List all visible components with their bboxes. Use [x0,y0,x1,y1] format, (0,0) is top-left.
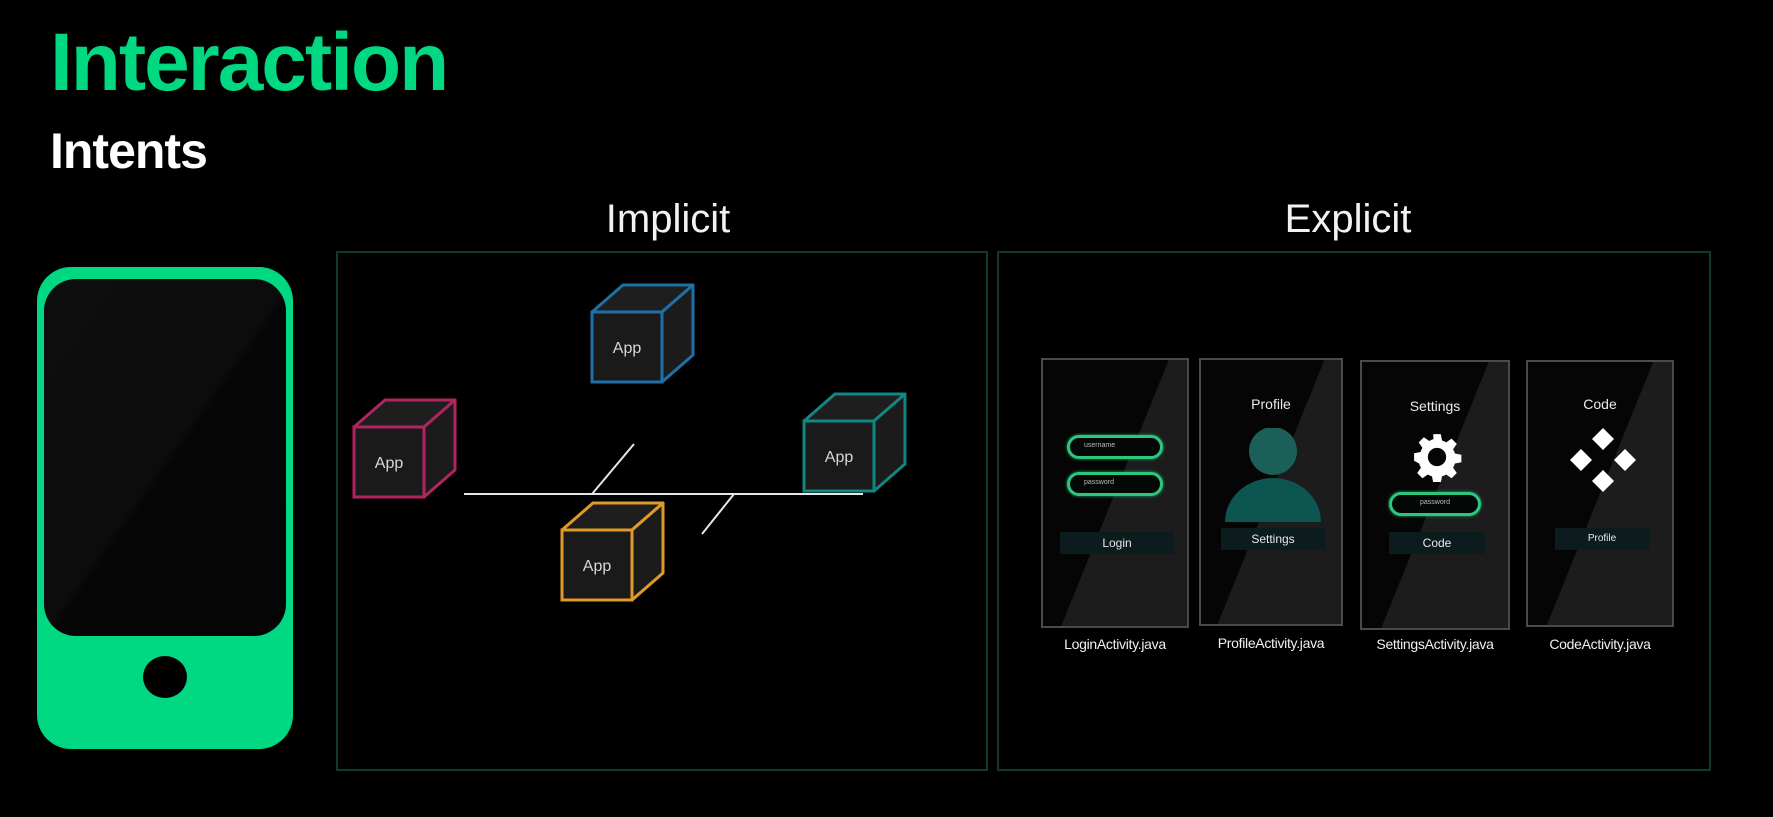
app-cube-bottom: App [560,501,665,602]
app-label: App [613,340,642,357]
settings-screen-title: Settings [1409,398,1461,414]
password-field[interactable]: password [1067,472,1163,496]
code-button[interactable]: Code [1389,532,1485,554]
file-label-code: CodeActivity.java [1549,636,1651,652]
app-label: App [375,455,404,472]
app-cube-right: App [802,392,907,493]
smartphone-icon [37,267,293,749]
cube-front-face [802,419,876,493]
file-label-login: LoginActivity.java [1064,636,1166,652]
app-cube-left: App [352,398,457,499]
explicit-panel: username password Login LoginActivity.ja… [997,251,1711,771]
code-activity-screen: Code Profile [1526,360,1674,627]
profile-screen-title: Profile [1251,396,1291,412]
cube-front-face [590,310,664,384]
file-label-profile: ProfileActivity.java [1217,635,1325,651]
file-label-settings: SettingsActivity.java [1376,636,1494,652]
code-screen-title: Code [1583,396,1617,412]
slide-title: Interaction [50,17,449,108]
settings-password-placeholder: password [1420,499,1450,506]
settings-button[interactable]: Settings [1221,528,1325,550]
diamond-grid-icon [1570,428,1636,492]
password-placeholder: password [1084,479,1114,486]
gear-icon [1414,434,1462,482]
phone-screen [44,279,286,636]
implicit-label: Implicit [605,197,731,241]
username-placeholder: username [1084,442,1116,449]
app-label: App [825,449,854,466]
username-field[interactable]: username [1067,435,1163,459]
app-cube-top: App [590,283,695,384]
settings-activity-screen: Settings password Code [1360,360,1510,630]
person-icon [1225,428,1321,522]
login-activity-screen: username password Login [1041,358,1189,628]
login-button[interactable]: Login [1060,532,1174,554]
connector-line-bottom [701,493,735,535]
slide-subtitle: Intents [50,123,208,179]
phone-home-button [143,656,187,698]
connector-line-top [591,443,635,495]
profile-activity-screen: Profile Settings [1199,358,1343,626]
settings-password-field[interactable]: password [1389,492,1481,516]
cube-front-face [560,528,634,602]
profile-button[interactable]: Profile [1555,528,1649,550]
cube-front-face [352,425,426,499]
app-label: App [583,558,612,575]
explicit-label: Explicit [1284,197,1412,241]
